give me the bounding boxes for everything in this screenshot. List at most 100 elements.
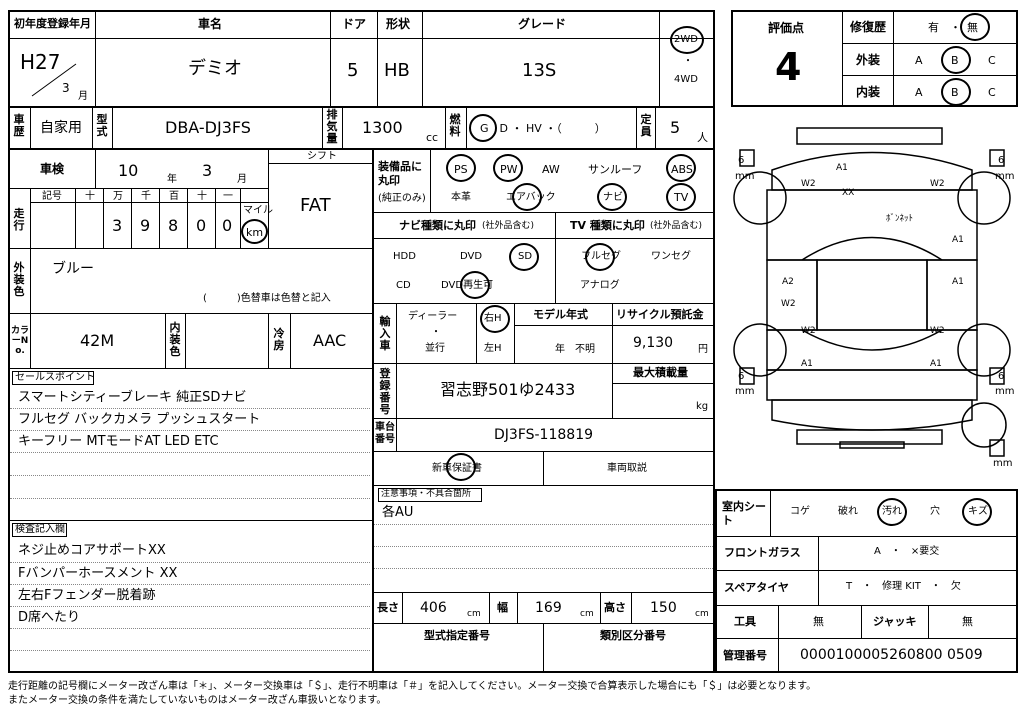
cc-unit: cc bbox=[426, 131, 439, 144]
equip-leather: 本革 bbox=[451, 192, 471, 203]
max-load-kg: kg bbox=[696, 401, 709, 412]
name-label: 車名 bbox=[198, 17, 223, 31]
int-b-circle bbox=[941, 78, 971, 106]
navi-sd-circle bbox=[509, 243, 539, 271]
mark-a1-right2: A1 bbox=[952, 277, 964, 287]
max-load-label: 最大積載量 bbox=[633, 366, 688, 379]
repair-label: 修復歴 bbox=[850, 20, 887, 34]
score-value: 4 bbox=[775, 45, 802, 89]
sales-line-0: スマートシティーブレーキ 純正SDナビ bbox=[18, 390, 247, 405]
registration-value: 習志野501ゆ2433 bbox=[440, 380, 576, 399]
sales-label: セールスポイント bbox=[15, 372, 95, 383]
import-label: 輸入車 bbox=[379, 315, 391, 352]
mark-xx: XX bbox=[842, 188, 855, 198]
check-label-box bbox=[12, 523, 67, 537]
tread-fl: 6 bbox=[738, 155, 745, 166]
int-c: C bbox=[988, 86, 996, 99]
spare-value: T ・ 修理 KIT ・ 欠 bbox=[846, 581, 961, 592]
length-label: 長さ bbox=[377, 601, 399, 614]
color-value: ブルー bbox=[52, 261, 94, 277]
tv-label: TV 種類に丸印 bbox=[570, 219, 645, 232]
mileage-label: 走行 bbox=[13, 207, 25, 232]
equipment-label: 装備品に丸印 bbox=[378, 160, 422, 187]
interior-item-1: 破れ bbox=[838, 506, 858, 517]
tread-rr: 6 bbox=[998, 371, 1005, 382]
fuel-options: G D ・ HV ・（ ） bbox=[480, 122, 606, 135]
reg-year: H27 bbox=[20, 50, 61, 74]
tread-rl-mm: mm bbox=[735, 386, 755, 397]
drive-dot: ・ bbox=[683, 56, 693, 67]
color-change-note: ( )色替車は色替と記入 bbox=[203, 293, 331, 304]
interior-label: 内装 bbox=[856, 85, 881, 99]
evaluation-box bbox=[731, 10, 1018, 107]
repair-dot: ・ bbox=[950, 21, 961, 34]
sales-line-1: フルセグ バックカメラ プッシュスタート bbox=[18, 412, 261, 427]
interior-seat-label: 室内シート bbox=[722, 500, 766, 527]
tread-fr: 6 bbox=[998, 155, 1005, 166]
recycle-label: リサイクル預託金 bbox=[616, 308, 704, 321]
model-year-value: 年 不明 bbox=[555, 344, 595, 355]
tread-spare-mm: mm bbox=[993, 458, 1013, 469]
mark-a1-right: A1 bbox=[952, 235, 964, 245]
digit-label-4: 十 bbox=[197, 191, 207, 202]
navi-label: ナビ種類に丸印 bbox=[399, 219, 476, 232]
equip-abs-circle bbox=[666, 154, 696, 182]
import-left-h: 左H bbox=[484, 343, 502, 354]
body-shape: HB bbox=[384, 60, 410, 81]
inspection-label: 車検 bbox=[40, 162, 65, 176]
chassis-label: 車台番号 bbox=[375, 422, 395, 445]
recycle-yen: 円 bbox=[698, 344, 708, 355]
km-circle bbox=[241, 219, 268, 244]
mgmt-label: 管理番号 bbox=[723, 649, 767, 662]
digit-label-5: 一 bbox=[223, 191, 233, 202]
repair-no-circle bbox=[960, 13, 990, 41]
navi-dvd-play-circle bbox=[460, 271, 490, 299]
usage-label: 車歴 bbox=[13, 113, 25, 138]
mileage-sign-label: 記号 bbox=[42, 191, 62, 202]
mile-label: マイル bbox=[243, 205, 273, 216]
inspection-year-unit: 年 bbox=[167, 174, 177, 185]
person-unit: 人 bbox=[697, 131, 708, 144]
ext-a: A bbox=[915, 54, 923, 67]
check-line-0: ネジ止めコアサポートXX bbox=[18, 543, 166, 558]
ext-c: C bbox=[988, 54, 996, 67]
glass-value: A ・ ×要交 bbox=[874, 546, 940, 557]
digit-label-2: 千 bbox=[141, 191, 151, 202]
displacement-label: 排気量 bbox=[326, 108, 338, 145]
equip-airbag-circle bbox=[512, 183, 542, 211]
length-value: 406 bbox=[420, 600, 447, 616]
car-damage-diagram bbox=[733, 127, 1011, 457]
model-value: DBA-DJ3FS bbox=[165, 118, 251, 137]
inspection-year: 10 bbox=[118, 161, 139, 180]
mark-a1-front: A1 bbox=[836, 163, 848, 173]
sales-line-2: キーフリー MTモードAT LED ETC bbox=[18, 434, 219, 449]
type-no-label: 型式指定番号 bbox=[424, 629, 490, 642]
inspection-month: 3 bbox=[202, 161, 213, 180]
jack-value: 無 bbox=[962, 615, 973, 628]
mark-w2-left: W2 bbox=[801, 179, 816, 189]
equip-sunroof: サンルーフ bbox=[588, 163, 643, 176]
navi-sub: (社外品含む) bbox=[482, 221, 535, 231]
reg-month: 3 bbox=[62, 81, 70, 95]
mark-a1-rear-l: A1 bbox=[801, 359, 813, 369]
tread-fl-mm: mm bbox=[735, 171, 755, 182]
jack-label: ジャッキ bbox=[873, 615, 917, 628]
interior-item-2-circle bbox=[877, 498, 907, 526]
footer-line-2: またメーター交換の条件を満たしていないものはメーター改ざん車扱いとなります。 bbox=[8, 695, 387, 706]
interior-item-4-circle bbox=[962, 498, 992, 526]
chassis-value: DJ3FS-118819 bbox=[494, 427, 594, 443]
width-value: 169 bbox=[535, 600, 562, 616]
digit-label-1: 万 bbox=[113, 191, 123, 202]
navi-dvd: DVD bbox=[460, 251, 483, 262]
ac-value: AAC bbox=[313, 331, 347, 350]
height-cm: cm bbox=[695, 609, 709, 619]
tools-value: 無 bbox=[813, 615, 824, 628]
drive-4wd: 4WD bbox=[674, 74, 698, 85]
height-value: 150 bbox=[650, 600, 677, 616]
inspection-month-unit: 月 bbox=[237, 174, 247, 185]
tv-oneseg: ワンセグ bbox=[651, 251, 691, 262]
shape-label: 形状 bbox=[386, 17, 411, 31]
equip-ps-circle bbox=[446, 154, 476, 182]
interior-color-label: 内装色 bbox=[169, 321, 181, 358]
exterior-label: 外装 bbox=[856, 53, 881, 67]
